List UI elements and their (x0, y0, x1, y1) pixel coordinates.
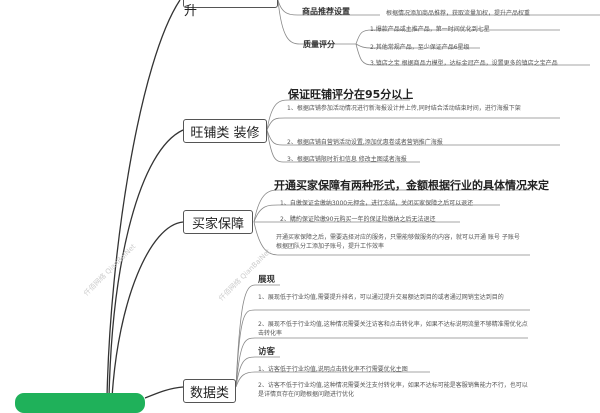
group-impressions[interactable]: 展现 (258, 275, 276, 285)
branch-heading: 保证旺铺评分在95分以上 (288, 88, 414, 101)
branch-buyer-label: 买家保障 (191, 216, 244, 232)
leaf-item: 1、根据店铺参加活动情况进行新海报设计并上传,同时结合活动结束时间，进行海报下架 (287, 105, 521, 112)
leaf-item: 3、根据店铺限时折扣信息 修改主图或者海报 (287, 156, 407, 163)
group-visitors[interactable]: 访客 (258, 347, 276, 357)
leaf-item: 2、根据店铺自营销活动设置,添加优惠卷或者营销推广海报 (287, 139, 443, 146)
branch-buyer[interactable]: 买家保障 (183, 210, 253, 234)
leaf-item: 1.爆款产品或主推产品，第一时间优化到七星 (370, 26, 490, 33)
subnode-recommend[interactable]: 商品推荐设置 (302, 7, 350, 16)
leaf-item: 2、展现不低于行业均值,这种情况需要关注访客和点击转化率，如果不达标说明流量不够… (258, 321, 528, 337)
leaf-item: 2.其他常规产品，至少保证产品6星级 (370, 44, 470, 51)
branch-heading: 开通买家保障有两种形式，金额根据行业的具体情况来定 (274, 179, 549, 192)
branch-product-label: 产品类 销量提升 (184, 4, 198, 19)
leaf-item: 1、访客低于行业均值,说明点击转化率不行需要优化主图 (258, 366, 408, 373)
branch-data-label: 数据类 (189, 385, 229, 401)
subnode-quality[interactable]: 质量评分 (303, 40, 335, 49)
leaf-item: 2、購約保证险缴90元购买一年的保证险缴纳之后无法退还 (280, 216, 436, 223)
branch-shop[interactable]: 旺铺类 装修 (183, 119, 267, 143)
root-node[interactable] (15, 393, 145, 413)
leaf-item: 3.镇店之宝 根据商品力模型，达标金冠产品，设置更多的镇店之宝产品 (370, 60, 558, 67)
leaf-item: 1、展现低于行业均值,需要提升排名，可以通过提升交易额达到目的或者通过网销宝达到… (258, 294, 504, 301)
branch-shop-label: 旺铺类 装修 (190, 125, 260, 141)
branch-data[interactable]: 数据类 (183, 379, 236, 403)
leaf-item: 开通买家保障之后，需要选择对应的服务，只需能够做服务的内容，就可以开通 账号 子… (276, 234, 520, 250)
branch-product[interactable]: 产品类 销量提升 (183, 0, 278, 19)
leaf-item: 2、访客不低于行业均值,这种情况需要关注支付转化率，如果不达标可能是客服销售能力… (258, 382, 528, 398)
leaf-item: 根据情况添加商品推荐，获取流量加权，提升产品权重 (386, 10, 531, 17)
watermark: 仟佰网络 QianBaiNet (82, 242, 138, 298)
leaf-item: 1、自缴保证金缴纳3000元押金，进行冻结，关闭买家保障之后可以退还 (280, 200, 474, 207)
